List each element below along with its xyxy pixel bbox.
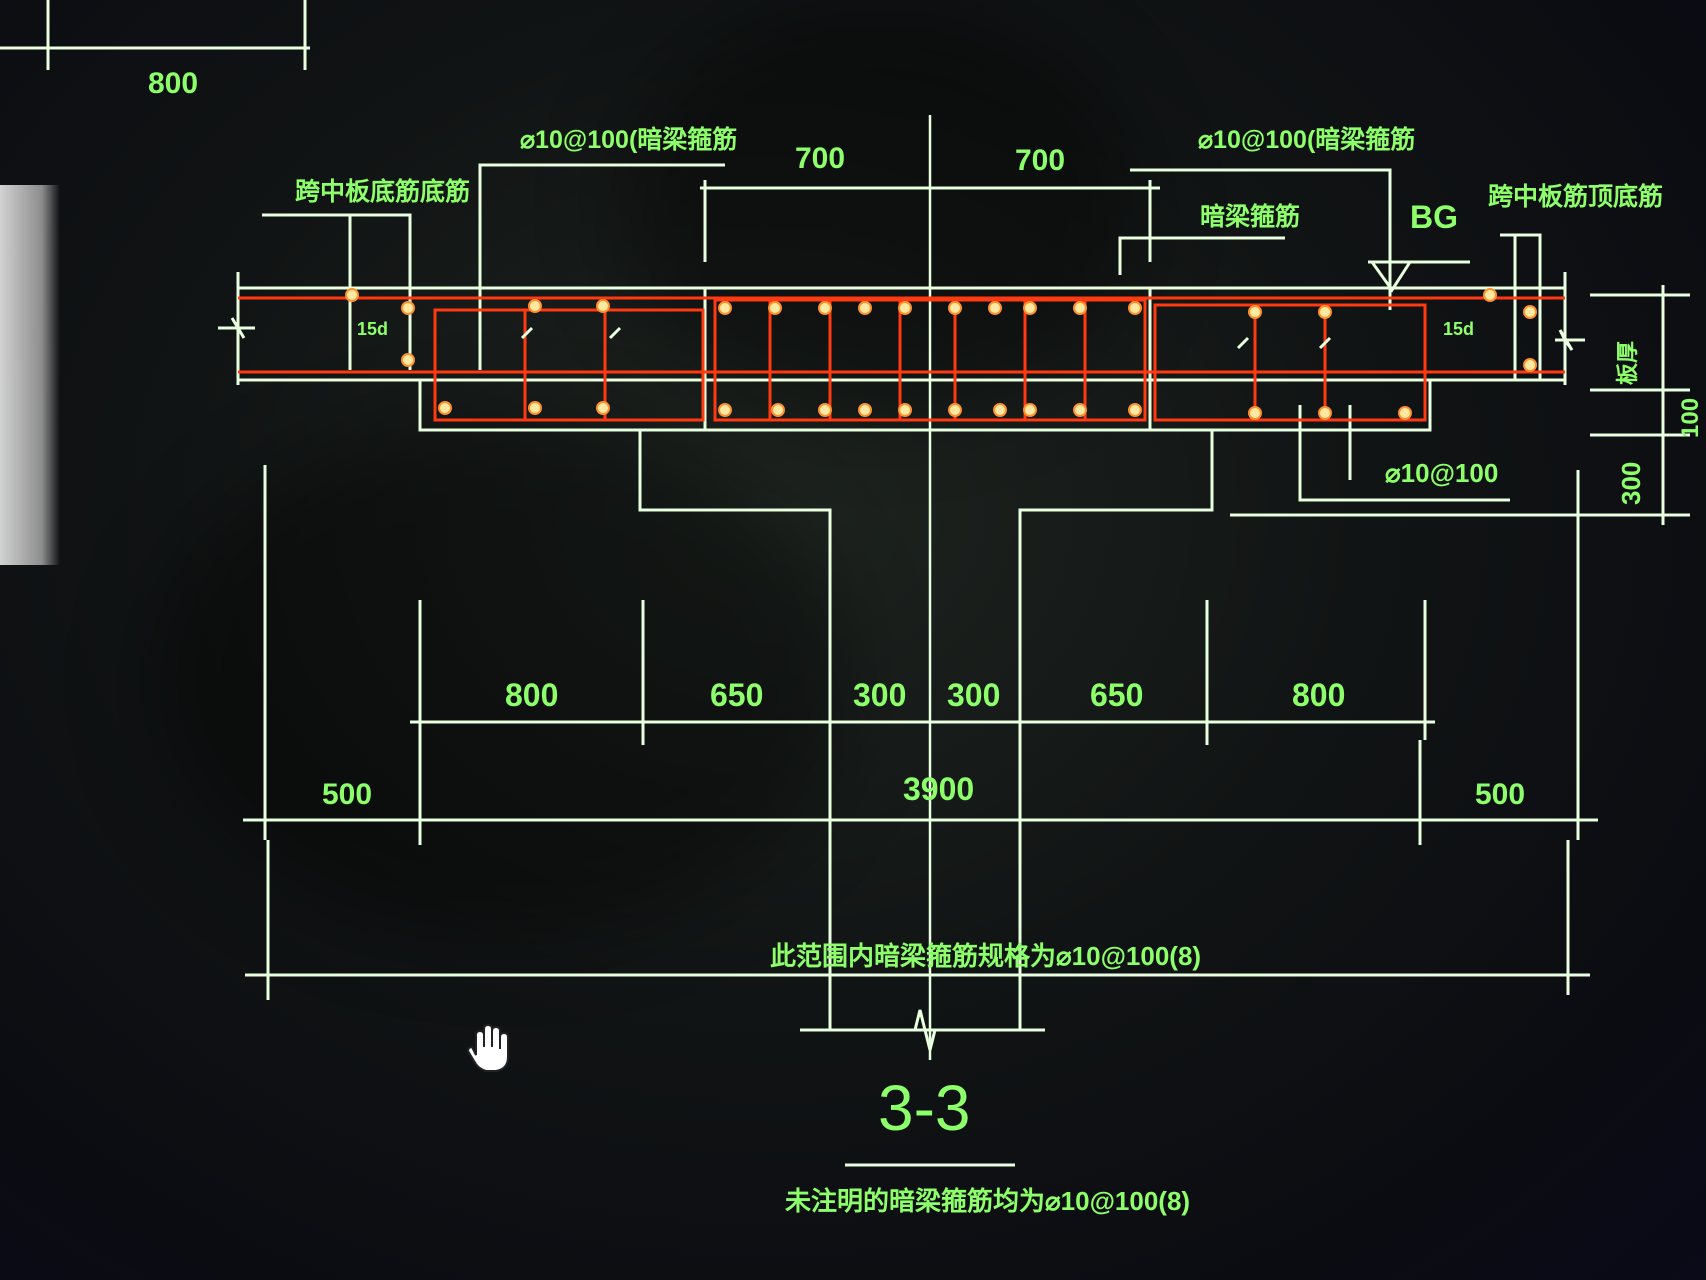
dim-row2-3900: 3900 [903,771,974,807]
dim-row1-800-right: 800 [1292,677,1345,713]
dim-right-300: 300 [1616,462,1646,505]
drawing-labels: 800 ⌀10@100(暗梁箍筋 ⌀10@100(暗梁箍筋 跨中板底筋底筋 跨中… [148,67,1704,1216]
dim-row2-500-left: 500 [322,778,372,811]
dim-top-left: 800 [148,67,198,100]
elevation-mark: BG [1410,199,1458,235]
reflection-shadow-head [620,0,1140,420]
dim-row1-650-right: 650 [1090,677,1143,713]
drawing-lines [0,0,1690,1167]
dim-row2-500-right: 500 [1475,778,1525,811]
dim-top-700-right: 700 [1015,144,1065,177]
dim-row1-800-left: 800 [505,677,558,713]
callout-right-top-rebar: ⌀10@100(暗梁箍筋 [1198,125,1415,154]
dim-top-700-left: 700 [795,142,845,175]
rebar-lines [238,296,1565,422]
dim-right-100: 100 [1677,398,1704,438]
callout-bottom-rebar: ⌀10@100 [1385,458,1498,488]
callout-dark-beam-rebar: 暗梁箍筋 [1200,202,1300,231]
slab-thickness-label: 板厚 [1615,341,1640,385]
dim-row1-300-left: 300 [853,677,906,713]
dim-row1-650-left: 650 [710,677,763,713]
callout-left-top-rebar: ⌀10@100(暗梁箍筋 [520,125,737,154]
section-title: 3-3 [878,1072,971,1144]
rebar-dots [345,288,1537,420]
anchor-right: 15d [1443,319,1474,339]
dim-ticks [520,326,1332,350]
callout-right-slab-note: 跨中板筋顶底筋 [1488,182,1663,211]
dim-row1-300-right: 300 [947,677,1000,713]
anchor-left: 15d [357,319,388,339]
callout-left-slab-note: 跨中板底筋底筋 [295,177,470,206]
hand-cursor-icon [466,1023,509,1072]
footer-note: 未注明的暗梁箍筋均为⌀10@100(8) [785,1186,1190,1216]
bottom-range-note: 此范围内暗梁箍筋规格为⌀10@100(8) [770,941,1201,971]
window-glare [0,185,60,565]
